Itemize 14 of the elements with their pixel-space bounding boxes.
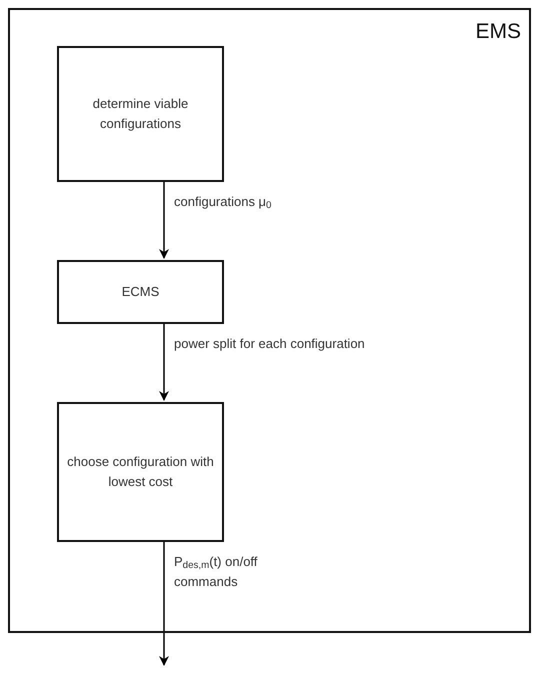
edge-label: configurations μ$_{0}$ xyxy=(174,193,272,212)
arrow xyxy=(159,180,169,259)
process-box xyxy=(57,260,224,324)
box-text: choose configuration with lowest cost xyxy=(67,453,214,491)
arrow xyxy=(159,322,169,401)
process-box xyxy=(57,46,224,182)
arrow xyxy=(159,540,169,666)
edge-label: power split for each configuration xyxy=(174,335,365,353)
box-text: determine viable configurations xyxy=(92,95,190,133)
process-box xyxy=(57,402,224,542)
box-text: ECMS xyxy=(122,283,160,301)
edge-label: P$_{des,m}$(t) on/off commands xyxy=(174,553,258,591)
container-title: EMS xyxy=(475,19,521,45)
container-box xyxy=(8,8,531,633)
